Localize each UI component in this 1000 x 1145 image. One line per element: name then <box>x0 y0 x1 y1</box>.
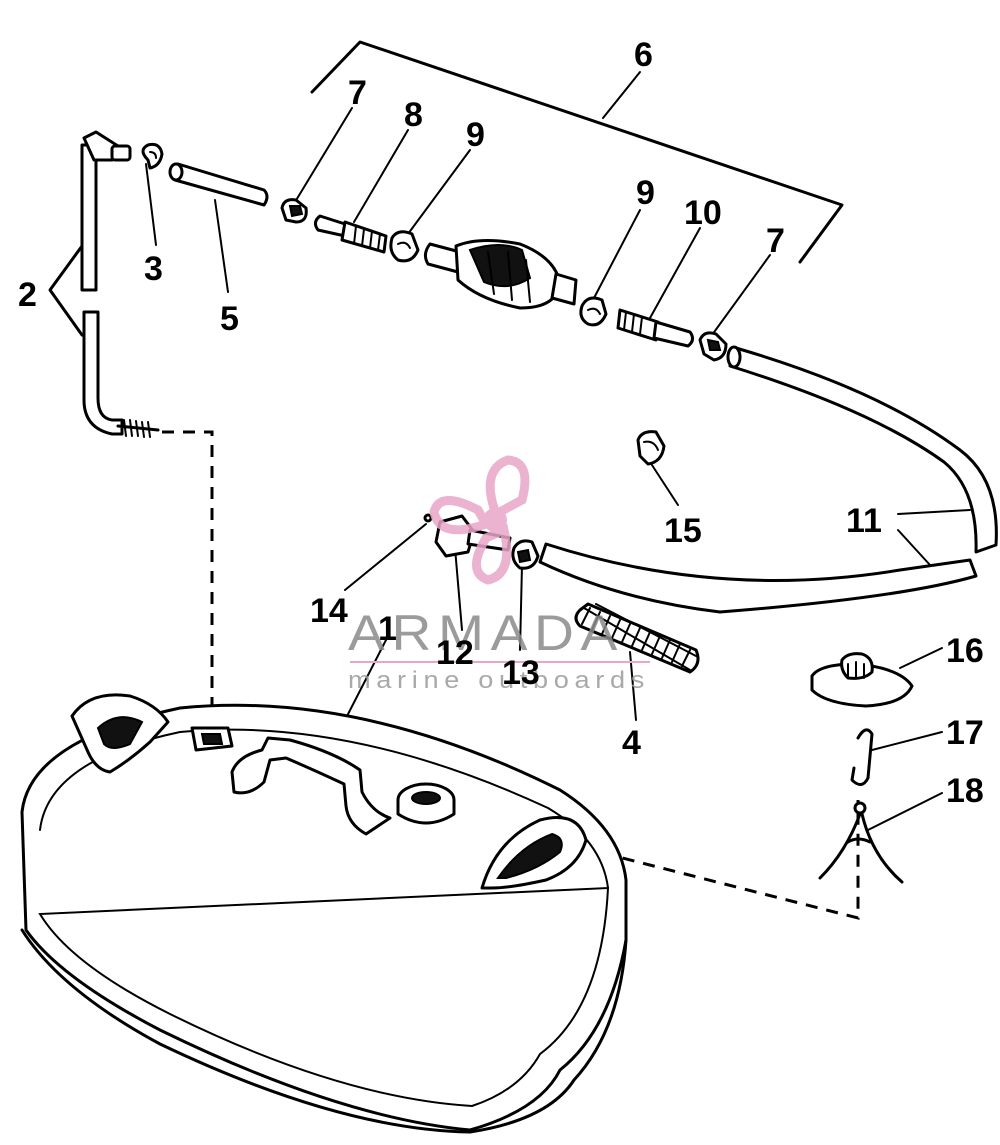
callout-3: 3 <box>144 250 163 288</box>
callout-10: 10 <box>684 194 722 232</box>
clamp-7-right <box>698 331 728 362</box>
callout-1: 1 <box>378 610 397 648</box>
callout-7-right: 7 <box>766 222 785 260</box>
clamp-9-right <box>579 296 608 327</box>
callout-4: 4 <box>622 724 641 762</box>
hose-5 <box>168 162 269 207</box>
callout-5: 5 <box>220 300 239 338</box>
leader-lines <box>48 40 971 920</box>
clamp-9-left <box>389 230 420 263</box>
callout-8: 8 <box>404 96 423 134</box>
callout-2: 2 <box>18 276 37 314</box>
filler-cap-16 <box>810 652 914 708</box>
primer-bulb <box>423 238 578 310</box>
clamp-3 <box>141 142 164 170</box>
callout-14: 14 <box>310 592 348 630</box>
hook-17 <box>850 728 874 786</box>
propeller-logo-icon <box>429 455 530 585</box>
callout-16: 16 <box>946 632 984 670</box>
callout-17: 17 <box>946 714 984 752</box>
watermark-title: ARMADA <box>348 605 624 661</box>
fitting-cap-15 <box>636 430 666 466</box>
callout-15: 15 <box>664 512 702 550</box>
retainer-18 <box>818 801 904 884</box>
callout-13: 13 <box>502 654 540 692</box>
fitting-8 <box>313 214 388 254</box>
callout-9-left: 9 <box>466 116 485 154</box>
callout-6: 6 <box>634 36 653 74</box>
callout-12: 12 <box>436 634 474 672</box>
armada-watermark: ARMADA marine outboards <box>348 455 650 694</box>
callout-9-right: 9 <box>636 174 655 212</box>
callout-18: 18 <box>946 772 984 810</box>
clamp-7-left <box>280 198 308 224</box>
fuel-hose-11 <box>538 345 998 614</box>
pickup-tube <box>80 130 160 438</box>
fuel-tank-1 <box>20 693 628 1134</box>
callout-11: 11 <box>846 502 882 540</box>
watermark-subtitle: marine outboards <box>348 667 650 694</box>
fitting-10 <box>616 308 695 348</box>
callout-labels: 6 7 8 9 9 10 7 2 3 5 15 11 14 1 12 13 4 … <box>18 36 984 810</box>
callout-7-left: 7 <box>348 74 367 112</box>
filter-screen-4 <box>574 602 700 674</box>
